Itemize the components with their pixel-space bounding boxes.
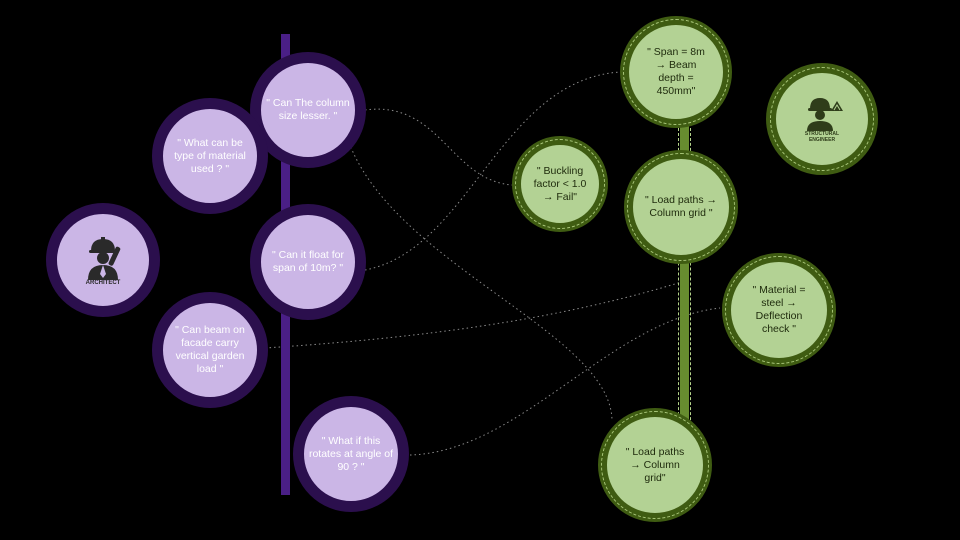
question-float-span: " Can it float for span of 10m? " [250,204,366,320]
response-text: " Material = steel → Deflection check " [752,284,806,335]
structural-engineer-icon [807,98,843,131]
question-column-size: " Can The column size lesser. " [250,52,366,168]
connector-float-to-span [364,71,621,271]
question-text: " Can beam on facade carry vertical gard… [175,324,245,375]
architect-icon [88,236,121,280]
question-material-type: " What can be type of material used ? " [152,98,268,214]
engineer-role-label: STRUCTURAL ENGINEER [804,131,840,143]
response-text: " Span = 8m → Beam depth = 450mm" [647,46,705,97]
question-facade-beam: " Can beam on facade carry vertical gard… [152,292,268,408]
response-load-paths-top: " Load paths → Column grid " [624,150,738,264]
response-load-paths-bottom: " Load paths → Column grid" [598,408,712,522]
response-material-deflection: " Material = steel → Deflection check " [722,253,836,367]
connector-rotate-to-material [409,307,721,456]
response-text: " Load paths → Column grid " [644,194,718,219]
question-text: " What if this rotates at angle of 90 ? … [308,434,394,473]
architect-role-label: ARCHITECT [85,279,121,286]
engineer-timeline-bar [678,118,691,440]
engineer-avatar: STRUCTURAL ENGINEER [766,63,878,175]
connector-column-size-to-buckling [364,108,513,186]
question-rotate-90: " What if this rotates at angle of 90 ? … [293,396,409,512]
question-text: " What can be type of material used ? " [174,136,246,175]
response-span-beam-depth: " Span = 8m → Beam depth = 450mm" [620,16,732,128]
response-text: " Buckling factor < 1.0 → Fail" [533,164,587,203]
question-text: " Can The column size lesser. " [266,97,350,122]
connector-column-size-to-load-paths-bottom [344,129,613,421]
question-text: " Can it float for span of 10m? " [271,249,344,274]
response-text: " Load paths → Column grid" [625,445,685,484]
response-buckling-factor: " Buckling factor < 1.0 → Fail" [512,136,608,232]
connector-facade-to-load-paths [264,279,689,349]
architect-avatar: ARCHITECT [46,203,160,317]
